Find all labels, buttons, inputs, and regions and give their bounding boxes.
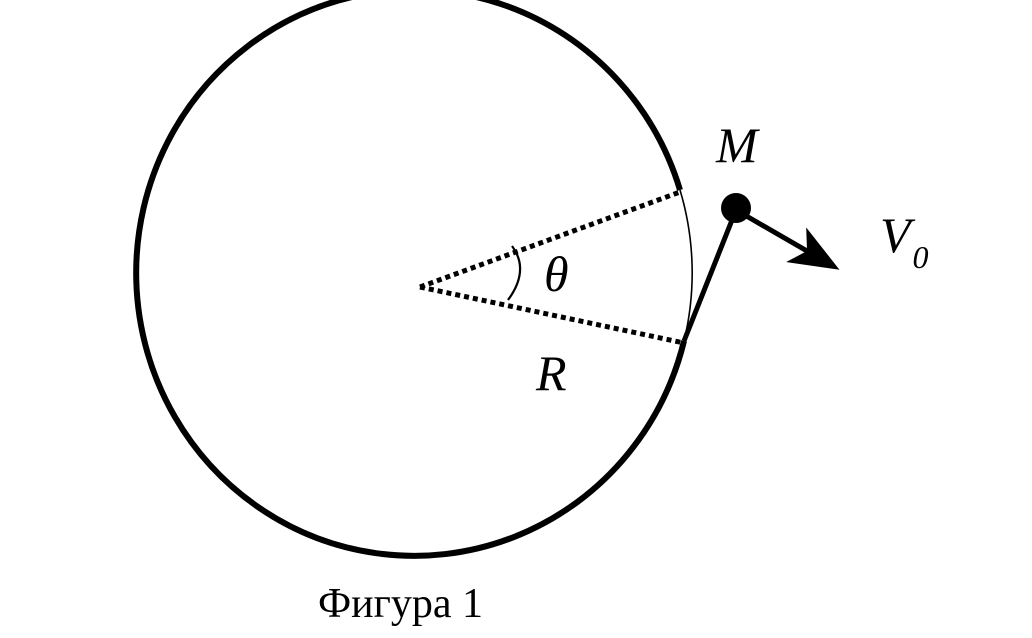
label-velocity-subscript: 0 (913, 239, 929, 275)
mass-point (721, 193, 751, 223)
label-velocity: V0 (880, 207, 929, 275)
label-angle: θ (544, 246, 569, 302)
circle-outline (133, 0, 687, 559)
figure-caption: Фигура 1 (318, 581, 483, 627)
angle-arc (507, 245, 522, 301)
thin-arc-segment (679, 189, 693, 342)
velocity-arrow (734, 207, 840, 270)
dashed-radius-upper (419, 189, 681, 290)
string-line (681, 209, 739, 342)
label-mass: M (715, 117, 760, 173)
label-velocity-main: V (880, 207, 916, 263)
label-radius: R (535, 345, 567, 401)
